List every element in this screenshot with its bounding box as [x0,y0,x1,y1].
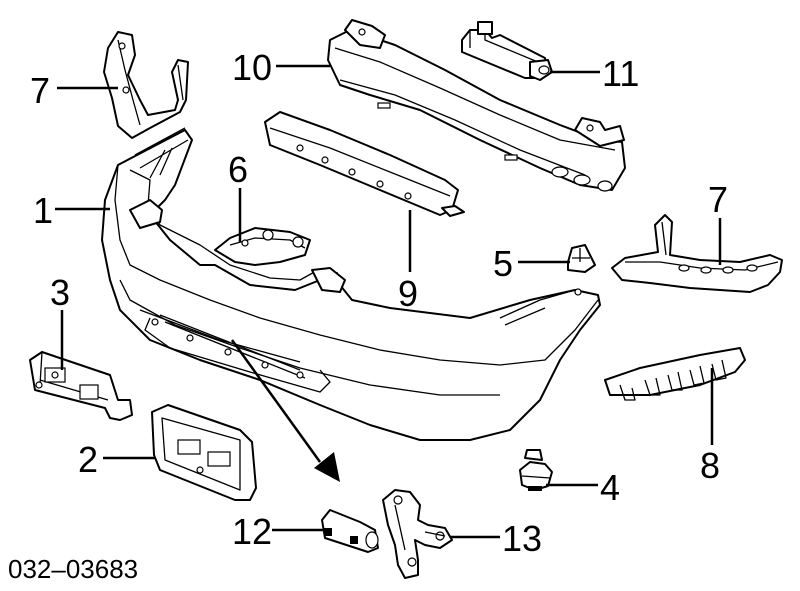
part-1-bumper-cover [101,127,601,441]
callout-3: 3 [50,272,70,313]
part-7-left-bracket [103,31,189,139]
callout-7-right: 7 [708,179,728,220]
callout-1: 1 [33,190,53,231]
part-5-clip [567,244,596,273]
part-7-right-bracket [611,214,783,293]
part-13-bracket [382,489,453,579]
diagram-code: 032–03683 [8,554,138,584]
callout-2: 2 [78,439,98,480]
callout-7-left: 7 [30,70,50,111]
part-9-absorber [264,111,465,217]
leader-lines [55,64,722,539]
part-2-license-plate-base [151,404,257,501]
callout-12: 12 [232,511,272,552]
part-3-license-bracket [29,351,133,421]
callouts: 7 1 3 2 6 10 11 9 5 7 8 4 12 13 032–0368… [8,47,728,584]
part-4-nut [519,449,553,491]
part-11-clip [461,21,553,81]
callout-13: 13 [502,518,542,559]
part-8-spacer [604,347,746,401]
part-6-bracket [214,227,311,266]
part-12-grommet [321,509,379,553]
callout-8: 8 [700,445,720,486]
callout-9: 9 [398,273,418,314]
callout-11: 11 [602,53,639,94]
callout-5: 5 [493,243,513,284]
callout-6: 6 [228,149,248,190]
direction-arrow [230,339,340,482]
callout-4: 4 [600,467,620,508]
part-10-reinforcement-beam [327,19,626,192]
callout-10: 10 [232,47,272,88]
